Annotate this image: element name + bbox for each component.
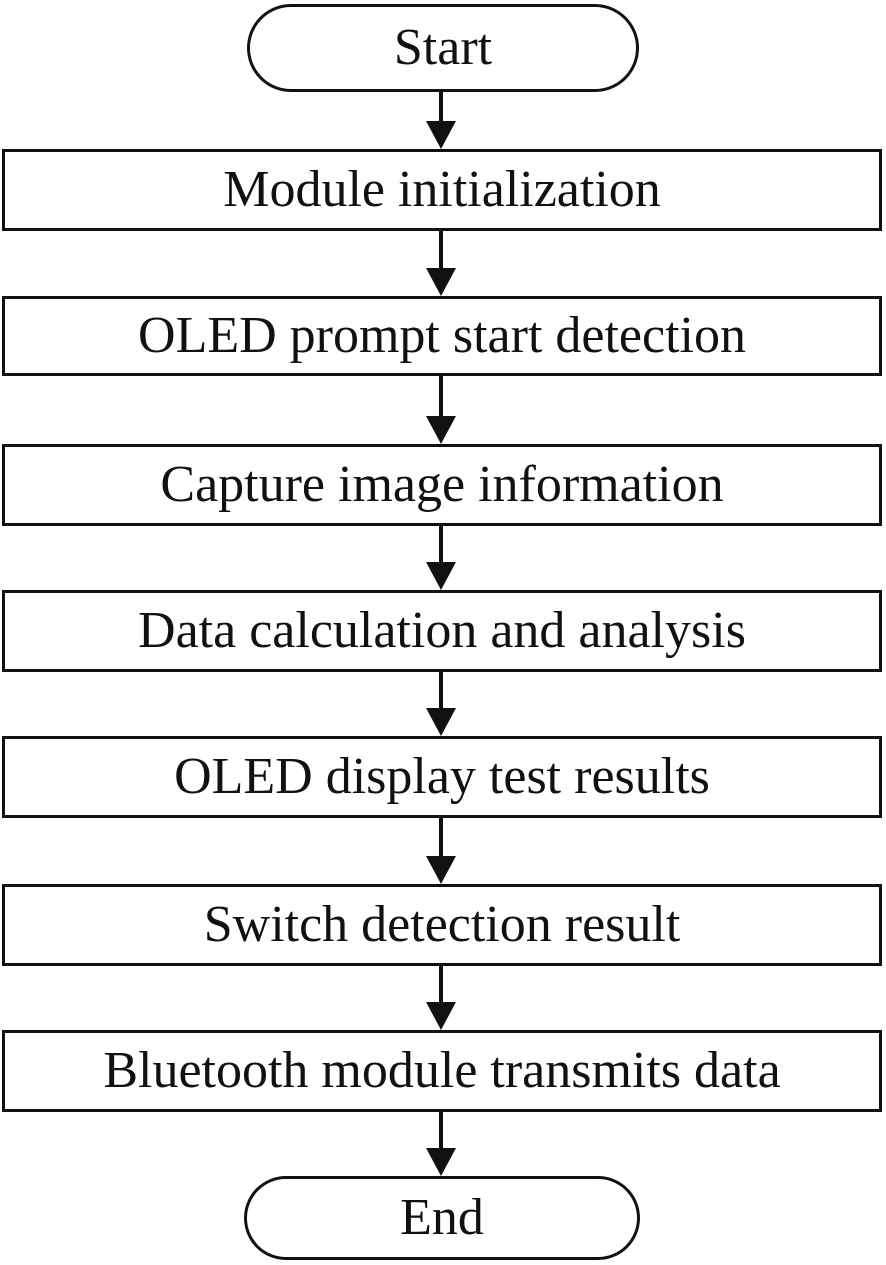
arrow-step-3-to-step-4 [426, 526, 456, 590]
end-label: End [400, 1189, 484, 1246]
step-switch-detection-result: Switch detection result [2, 884, 882, 966]
step-oled-prompt-start-detection: OLED prompt start detection [2, 296, 882, 376]
end-node: End [244, 1176, 640, 1260]
start-label: Start [393, 19, 493, 76]
start-node: Start [247, 4, 639, 92]
arrow-step-5-to-step-6 [426, 818, 456, 884]
step-label: Switch detection result [203, 896, 681, 953]
arrow-step-1-to-step-2 [426, 231, 456, 296]
step-label: Module initialization [223, 161, 661, 218]
step-oled-display-test-results: OLED display test results [2, 736, 882, 818]
step-bluetooth-module-transmits-data: Bluetooth module transmits data [2, 1030, 882, 1112]
arrow-start-to-step-1 [426, 92, 456, 149]
arrow-step-6-to-step-7 [426, 966, 456, 1030]
step-label: OLED prompt start detection [138, 307, 746, 364]
arrow-step-4-to-step-5 [426, 672, 456, 736]
step-label: Data calculation and analysis [138, 602, 746, 659]
arrow-step-2-to-step-3 [426, 376, 456, 444]
step-label: OLED display test results [174, 748, 710, 805]
step-data-calculation-and-analysis: Data calculation and analysis [2, 590, 882, 672]
step-module-initialization: Module initialization [2, 149, 882, 231]
step-label: Bluetooth module transmits data [103, 1042, 781, 1099]
arrow-step-7-to-end [426, 1112, 456, 1176]
step-capture-image-information: Capture image information [2, 444, 882, 526]
step-label: Capture image information [160, 456, 724, 513]
